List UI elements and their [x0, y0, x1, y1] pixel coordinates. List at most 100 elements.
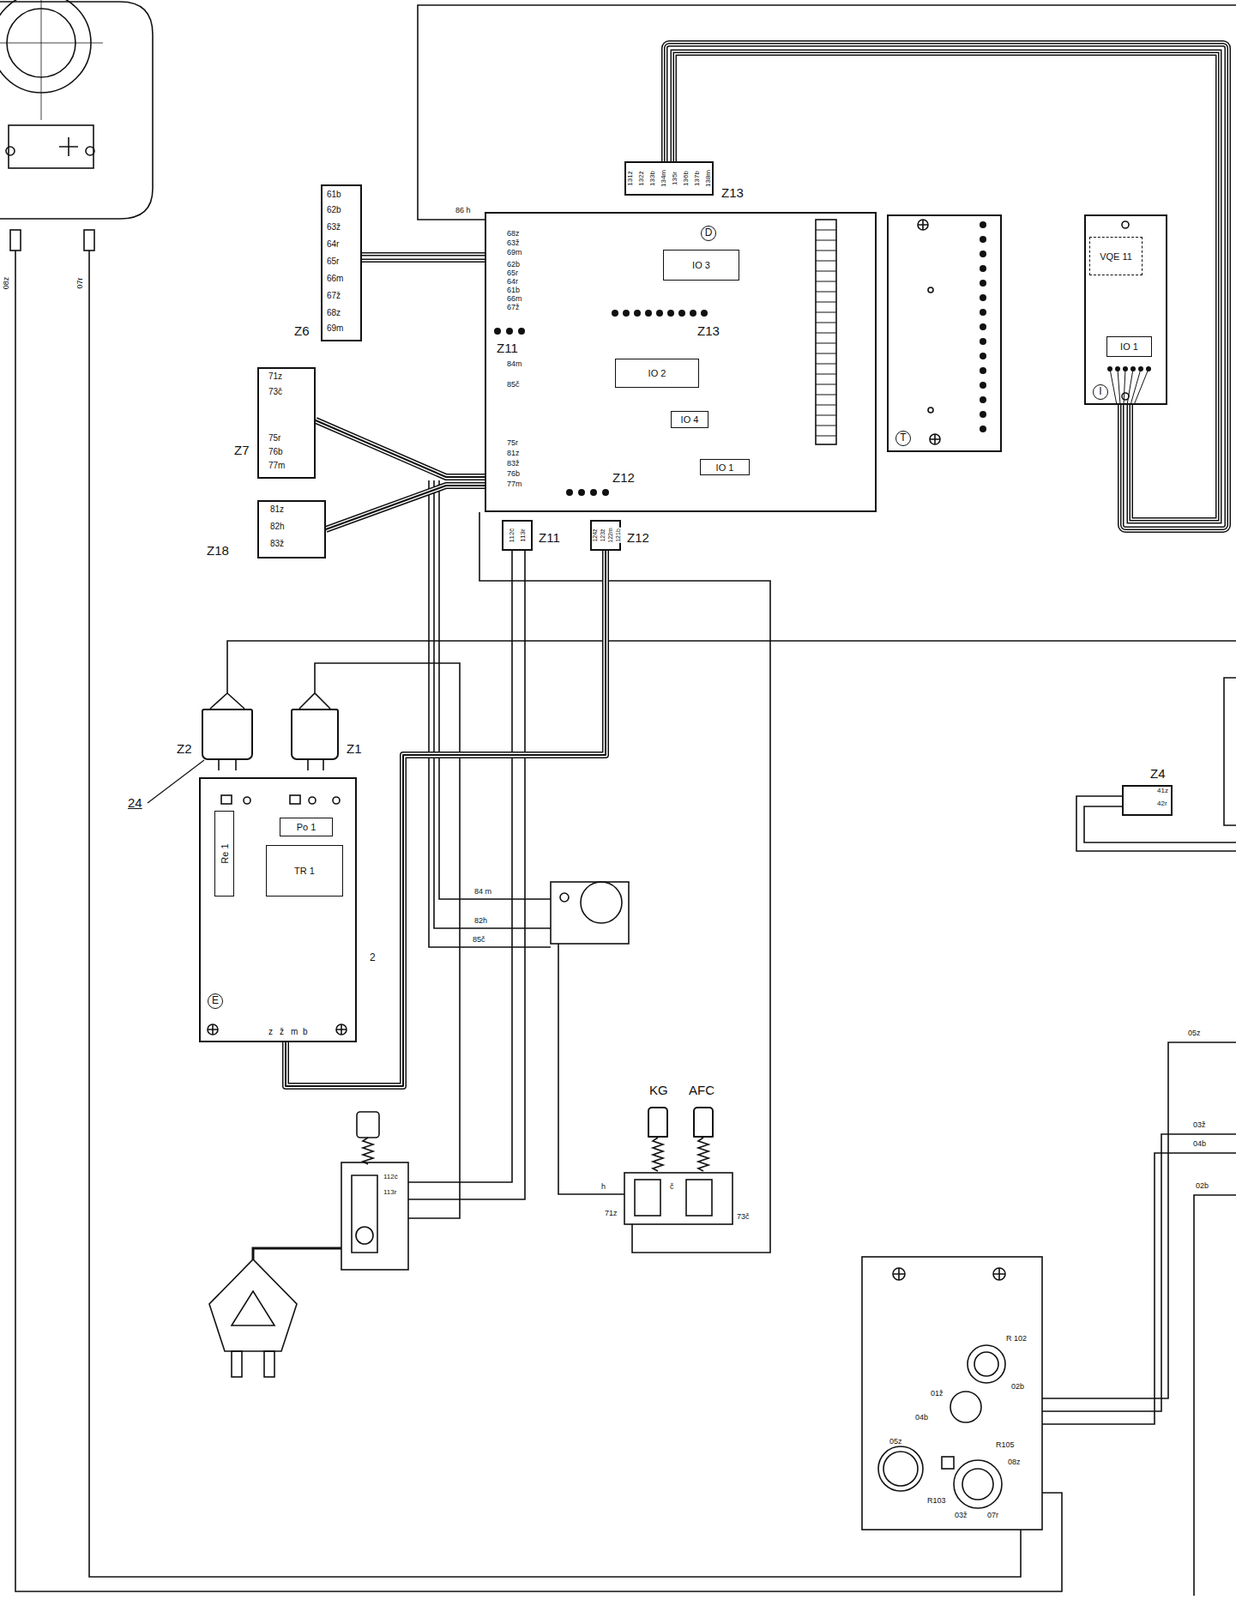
- solder-pad: [700, 309, 708, 317]
- screw-cross: [917, 219, 941, 445]
- solder-pad: [979, 294, 987, 302]
- spring: [652, 1137, 664, 1171]
- pin-label: 63ž: [325, 223, 342, 233]
- power-board: ERe 1Po 1TR 1: [198, 777, 357, 1043]
- board-id: I: [1092, 384, 1109, 400]
- circuit-board: T: [886, 214, 1002, 453]
- cable-stroke: [315, 420, 485, 477]
- solder-pad: [1115, 366, 1121, 372]
- right-wires: [1042, 1042, 1236, 1596]
- pin-label: 73č: [267, 387, 284, 398]
- pin-label: 131ž: [627, 169, 634, 187]
- solder-pad: [979, 279, 987, 287]
- wire-code: 73č: [735, 1212, 751, 1221]
- z2-wire: [210, 640, 1236, 709]
- pin-label: 69m: [325, 324, 344, 334]
- wire-code: 03ž: [953, 1511, 969, 1520]
- pin-label: 66m: [325, 274, 344, 284]
- screw-cross: [207, 1024, 347, 1035]
- pin-label: 121b: [614, 527, 622, 543]
- pin-label: 77m: [506, 480, 524, 489]
- pot-lug: [560, 892, 569, 902]
- pin-label: 124ž: [591, 527, 598, 543]
- cable-bundle: [669, 48, 1224, 525]
- pin-label: 133b: [649, 169, 657, 187]
- pin-label: 66m: [506, 295, 524, 303]
- hole: [1121, 221, 1129, 229]
- pin-label: 132ž: [638, 169, 646, 187]
- power-switch: [341, 1162, 409, 1270]
- pin-label: 76b: [506, 470, 521, 478]
- component-box: IO 3: [663, 249, 740, 281]
- pin-label: 77m: [267, 461, 286, 471]
- solder-pad: [518, 327, 525, 335]
- connector-name: Z6: [293, 323, 311, 338]
- pin-fan: [1109, 368, 1149, 405]
- solder-pad: [678, 309, 686, 317]
- solder-pad: [611, 309, 619, 317]
- cable-stroke: [285, 550, 606, 1086]
- cable-stroke: [361, 253, 485, 262]
- wire-plug: [10, 229, 21, 251]
- relay: Re 1: [214, 810, 235, 897]
- speaker-terminal: [6, 146, 15, 156]
- solder-pad: [979, 221, 987, 229]
- wire-code: 82h: [473, 916, 489, 925]
- component-name: Po 1: [296, 821, 317, 833]
- solder-pad: [645, 309, 652, 317]
- connector-name: Z13: [696, 324, 721, 338]
- wire-code: 02b: [1194, 1181, 1210, 1190]
- spring: [698, 1137, 709, 1171]
- plus-symbol: [59, 137, 79, 157]
- cable-stroke: [361, 252, 485, 263]
- solder-pad: [656, 309, 664, 317]
- cable-bundle: [325, 485, 485, 530]
- push-button: KG: [647, 1106, 669, 1138]
- cable-stroke: [669, 48, 1224, 525]
- connector-name: Z13: [720, 185, 745, 200]
- component-name: IO 1: [716, 461, 735, 473]
- pin-label: 136b: [682, 169, 690, 187]
- speaker-terminal: [85, 146, 95, 156]
- part-ref: R103: [926, 1496, 947, 1505]
- pin-label: 68z: [506, 229, 521, 238]
- jack-socket: [883, 1451, 918, 1486]
- pin-label: 71z: [267, 372, 284, 382]
- solder-pad: [979, 323, 987, 331]
- jack-socket: [878, 1446, 923, 1491]
- solder-pad: [979, 308, 987, 316]
- switch-contacts: [634, 1179, 661, 1216]
- solder-pad: [1138, 366, 1144, 372]
- pin-label: 69m: [506, 248, 524, 257]
- pin-label: 84m: [506, 360, 524, 368]
- solder-pad: [494, 327, 501, 335]
- component-box: IO 1: [699, 458, 750, 476]
- cable-bundle: [361, 257, 485, 259]
- cable-stroke: [361, 256, 485, 260]
- module-name: VQE 11: [1099, 250, 1133, 262]
- component-name: IO 1: [1120, 341, 1139, 353]
- pin-label: 63ž: [506, 239, 521, 248]
- solder-pad: [979, 396, 987, 404]
- solder-pad: [578, 488, 585, 496]
- component-name: IO 4: [681, 414, 700, 426]
- cable-stroke: [669, 48, 1224, 525]
- push-switch: [624, 1172, 733, 1224]
- cable-bundle: [315, 420, 485, 477]
- component-box: IO 2: [614, 358, 700, 388]
- pin-label: 81z: [506, 449, 521, 458]
- solder-pad: [506, 327, 513, 335]
- solder-dots: [494, 221, 1152, 496]
- component-box: IO 4: [670, 410, 709, 429]
- solder-pad: [979, 367, 987, 374]
- wire-code: 05z: [888, 1437, 904, 1446]
- solder-pad: [622, 309, 630, 317]
- pot-switch-wire: [558, 943, 625, 1194]
- pin-label: 134m: [660, 168, 668, 188]
- callout-number: 24: [126, 795, 144, 810]
- pin-label: h: [600, 1182, 607, 1191]
- pin-label: m: [289, 1027, 299, 1038]
- frame-wire: [417, 5, 1236, 220]
